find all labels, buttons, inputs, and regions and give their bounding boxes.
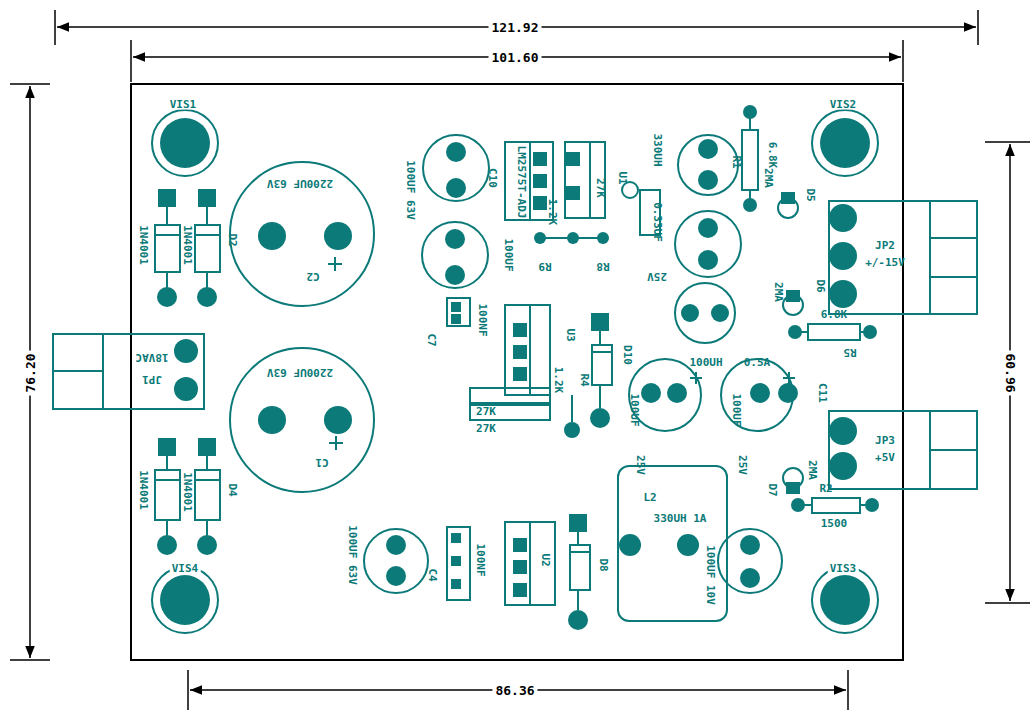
silkscreen-label: C7 [426,333,437,346]
hole-label: VIS3 [828,563,859,574]
part-label: JP1 [142,374,162,385]
silkscreen-label: R9 [538,261,551,272]
dimension-label: 86.36 [492,683,537,698]
silkscreen-label: 1500 [821,518,848,529]
silkscreen-label: D7 [767,483,778,496]
connector-box: JP1 18VAC [52,333,205,410]
silkscreen-label: 0.5A [744,357,771,368]
silkscreen-label: 27K [476,423,496,434]
silkscreen-label: D10 [622,345,633,365]
hole-label: VIS1 [168,99,199,110]
silkscreen-label: 2200UF 63V [267,178,333,189]
part-label: 330UH 1A [654,513,707,524]
silkscreen-label: 100UF 10V [705,545,716,605]
silkscreen-label: R1 [731,155,742,168]
silkscreen-label: 27K [595,178,606,198]
silkscreen-label: R4 [579,373,590,386]
silkscreen-label: 6.8K [821,309,848,320]
silkscreen-label: D2 [227,233,238,246]
silkscreen-label: 1N4001 [138,225,149,265]
part-label: 18VAC [135,352,168,363]
silkscreen-label: C2 [306,271,319,282]
silkscreen-label: 1N4001 [138,470,149,510]
silkscreen-label: R8 [596,261,609,272]
connector-box: JP3 +5V [828,410,978,490]
dimension-label: 60.96 [1003,350,1018,395]
silkscreen-label: 25V [647,271,667,282]
silkscreen-label: R5 [843,347,856,358]
silkscreen-label: 2MA [763,168,774,188]
board-outline [131,84,903,660]
silkscreen-label: 25V [635,455,646,475]
silkscreen-label: C1 [315,457,328,468]
silkscreen-label: 330UH [652,133,663,166]
silkscreen-label: 100NF [475,543,486,576]
silkscreen-label: 2MA [807,460,818,480]
connector-box: JP2 +/-15V [828,200,978,315]
dimension-label: 121.92 [489,20,542,35]
dimension-label: 101.60 [489,50,542,65]
part-label: +5V [875,452,895,463]
copper-pads [157,105,879,630]
silkscreen-label: U2 [540,553,551,566]
silkscreen-label: 2200UF 63V [267,367,333,378]
silkscreen-label: 100NF [477,303,488,336]
silkscreen-label: D4 [227,483,238,496]
hole-label: VIS4 [170,563,201,574]
part-label: JP2 [875,240,895,251]
silkscreen-label: C10 [487,168,498,188]
silkscreen-label: D6 [815,279,826,292]
silkscreen-label: 100UF [503,238,514,271]
silkscreen-label: D8 [598,558,609,571]
silkscreen-label: U3 [565,328,576,341]
silkscreen-label: 100UH [689,357,722,368]
part-label: L2 [643,492,656,503]
silkscreen-label: 6.8K [767,142,778,169]
silkscreen-label: U1 [617,171,628,184]
silkscreen-label: 27K [476,406,496,417]
silkscreen-label: 1N4001 [182,225,193,265]
part-label: JP3 [875,435,895,446]
part-label: +/-15V [865,257,905,268]
hole-label: VIS2 [828,99,859,110]
silkscreen-label: 0.33UF [652,202,663,242]
silkscreen-label: D5 [805,188,816,201]
silkscreen-label: LM2575T-ADJ [516,146,527,219]
silkscreen-label: 2MA [773,282,784,302]
silkscreen-label: 25V [737,455,748,475]
silkscreen-label: 100UF 63V [347,525,358,585]
silkscreen-label: R2 [819,483,832,494]
silkscreen-label: 1.2K [553,367,564,394]
silkscreen-label: 100UF [629,393,640,426]
silkscreen-label: C11 [817,383,828,403]
silkscreen-label: 100UF 63V [405,160,416,220]
silkscreen-label: 1.2K [547,199,558,226]
silkscreen-label: 100UF [731,393,742,426]
silkscreen-label: 1N4001 [182,472,193,512]
dimension-label: 76.20 [23,350,38,395]
silkscreen-label: C4 [427,568,438,581]
dimension-lines [10,10,1030,710]
silkscreen [52,110,978,633]
